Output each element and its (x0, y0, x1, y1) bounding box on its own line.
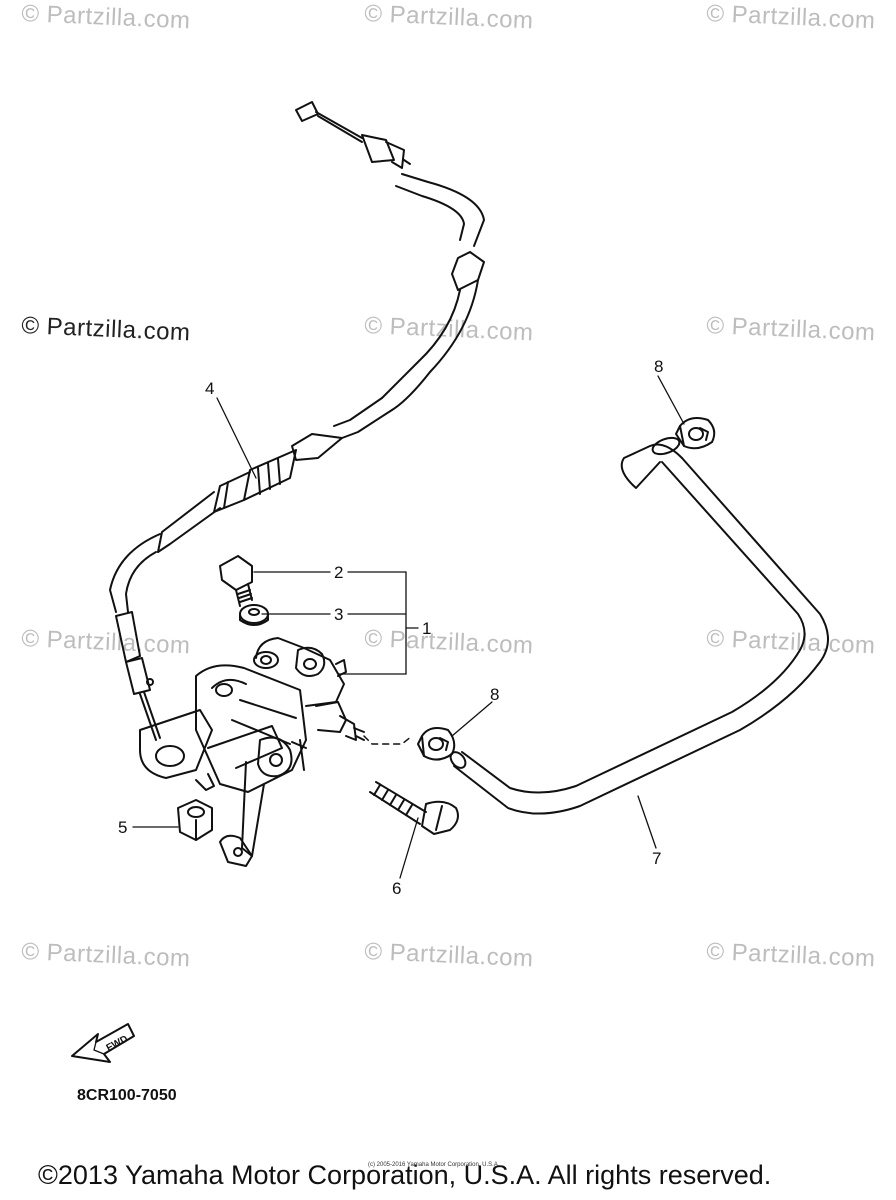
oil-pump-assembly (139, 637, 365, 867)
washer (239, 604, 269, 626)
callout-6: 6 (392, 879, 401, 898)
callout-4: 4 (205, 379, 214, 398)
bolt (219, 555, 253, 607)
nut (177, 799, 213, 841)
callout-1: 1 (422, 619, 431, 638)
screw (369, 781, 459, 835)
leader-lines (132, 375, 685, 879)
callout-7: 7 (652, 849, 661, 868)
diagram-code: 8CR100-7050 (77, 1087, 177, 1104)
callout-5: 5 (118, 818, 127, 837)
callout-2: 2 (334, 563, 343, 582)
callout-3: 3 (334, 605, 343, 624)
tiny-copyright: (c) 2005-2016 Yamaha Motor Corporation, … (368, 1162, 500, 1168)
hose-clip (675, 417, 716, 450)
oil-hose (449, 436, 829, 815)
fwd-label: FWD (105, 1034, 130, 1054)
copyright-notice: ©2013 Yamaha Motor Corporation, U.S.A. A… (38, 1160, 772, 1190)
fwd-arrow-icon (71, 1023, 135, 1063)
throttle-cable (109, 101, 485, 741)
callout-8-lower: 8 (490, 685, 499, 704)
hose-clip (417, 727, 456, 761)
callout-8-top: 8 (654, 357, 663, 376)
